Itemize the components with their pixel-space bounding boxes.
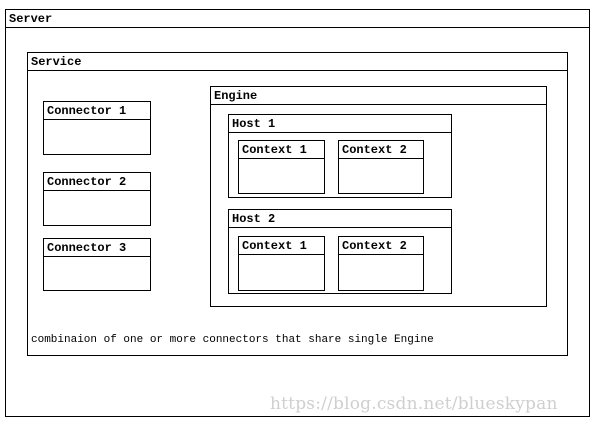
connector-label: Connector 1 bbox=[44, 102, 150, 120]
context-box-1-2: Context 2 bbox=[338, 140, 424, 194]
context-label: Context 2 bbox=[339, 141, 423, 159]
context-label: Context 2 bbox=[339, 237, 423, 255]
connector-box-3: Connector 3 bbox=[43, 238, 151, 291]
context-box-2-2: Context 2 bbox=[338, 236, 424, 291]
context-label: Context 1 bbox=[239, 141, 324, 159]
connector-label: Connector 3 bbox=[44, 239, 150, 257]
service-note: combinaion of one or more connectors tha… bbox=[31, 334, 434, 346]
host-label: Host 2 bbox=[229, 210, 451, 228]
connector-box-1: Connector 1 bbox=[43, 101, 151, 155]
context-label: Context 1 bbox=[239, 237, 324, 255]
context-box-2-1: Context 1 bbox=[238, 236, 325, 291]
engine-label: Engine bbox=[211, 87, 546, 105]
context-box-1-1: Context 1 bbox=[238, 140, 325, 194]
connector-label: Connector 2 bbox=[44, 173, 150, 191]
connector-box-2: Connector 2 bbox=[43, 172, 151, 226]
watermark-text: https://blog.csdn.net/blueskypan bbox=[270, 394, 558, 414]
service-label: Service bbox=[28, 53, 567, 71]
server-label: Server bbox=[6, 10, 589, 28]
host-label: Host 1 bbox=[229, 115, 451, 133]
